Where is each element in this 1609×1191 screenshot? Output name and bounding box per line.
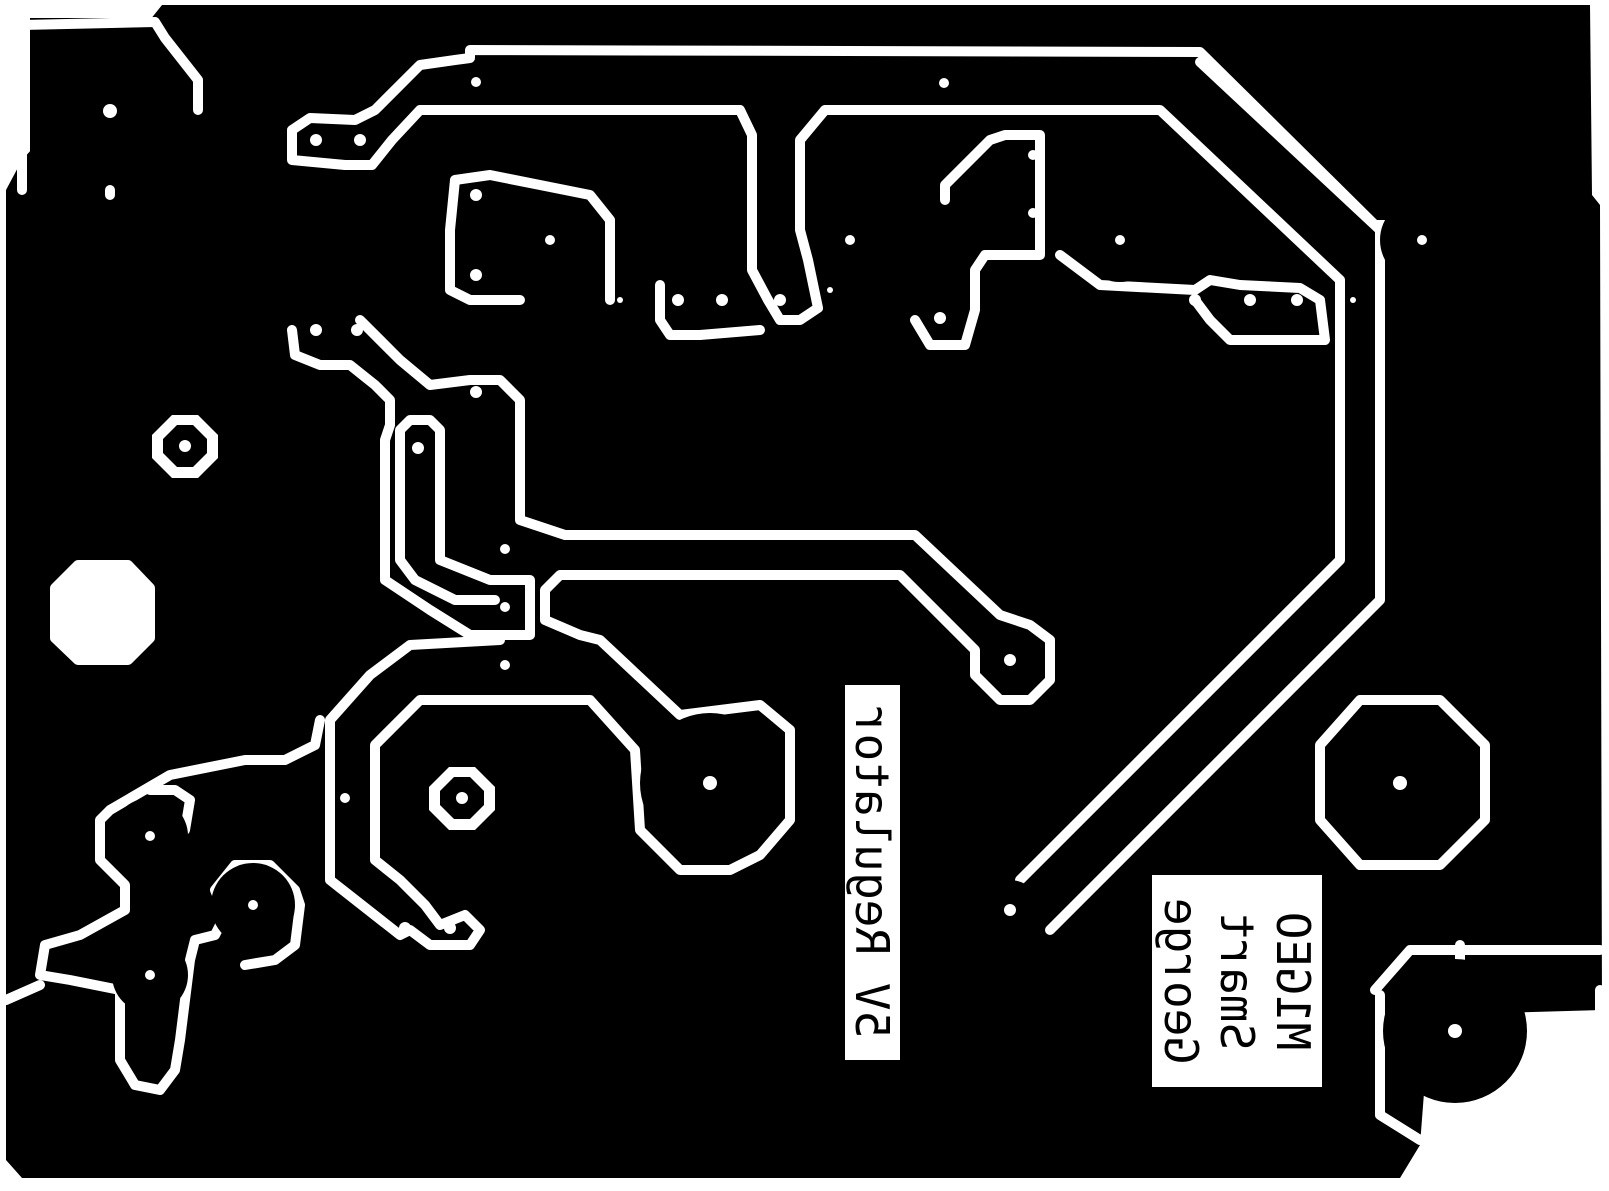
- regulator-label-box: 5V Regulator: [845, 685, 900, 1060]
- author-last-label: Smart: [1210, 912, 1264, 1050]
- center-pour-gap: [445, 130, 1045, 350]
- via: [310, 134, 322, 146]
- via: [500, 544, 510, 554]
- callsign-label: M1GEO: [1266, 912, 1320, 1050]
- via: [716, 294, 728, 306]
- via: [354, 134, 366, 146]
- via: [399, 922, 411, 934]
- input-pad-left-2: [211, 863, 295, 947]
- via: [1350, 297, 1356, 303]
- input-pad-left-3: [112, 937, 188, 1013]
- capacitor-pad-2: [810, 200, 890, 280]
- via: [934, 312, 946, 324]
- via: [1244, 294, 1256, 306]
- via: [471, 77, 481, 87]
- via: [1028, 150, 1038, 160]
- mounting-pad-bottom-right: [1383, 959, 1527, 1103]
- mounting-pad-right: [1330, 713, 1470, 853]
- mounting-pad-top-left: [40, 41, 180, 181]
- octagon-hole-left: [55, 565, 150, 660]
- via: [1291, 294, 1303, 306]
- top-left-corner-gap: [17, 17, 203, 200]
- via: [444, 922, 456, 934]
- via: [939, 78, 949, 88]
- input-pad-left-1: [112, 798, 188, 874]
- right-mid-pad-gap: [1315, 695, 1490, 870]
- regulator-label: 5V Regulator: [845, 706, 899, 1038]
- output-pad-1: [980, 630, 1040, 690]
- lower-left-pour-gap: [1, 980, 45, 1005]
- capacitor-pad-1: [510, 200, 590, 280]
- component-pads: [40, 41, 1527, 1103]
- via: [412, 442, 424, 454]
- via: [1189, 294, 1201, 306]
- left-mid-trace-gap: [287, 325, 535, 640]
- via: [500, 660, 510, 670]
- via: [500, 602, 510, 612]
- octagon-mount-center: [429, 767, 495, 830]
- via: [672, 294, 684, 306]
- via: [774, 294, 786, 306]
- via: [340, 793, 350, 803]
- author-first-label: George: [1154, 898, 1208, 1064]
- via: [310, 324, 322, 336]
- capacitor-pad-3: [1078, 198, 1162, 282]
- author-label-box: M1GEO Smart George: [1152, 875, 1322, 1087]
- octagon-mount-left: [152, 415, 218, 478]
- regulator-input-gap: [325, 315, 1055, 950]
- via: [470, 189, 482, 201]
- via: [1028, 208, 1038, 218]
- via: [351, 324, 363, 336]
- capacitor-pad-4: [1380, 198, 1464, 282]
- right-upper-gap: [1055, 250, 1330, 345]
- output-pad-2: [980, 880, 1040, 940]
- via: [617, 297, 623, 303]
- power-pad-center: [640, 713, 780, 853]
- top-trace-inner-gap: [1045, 57, 1385, 935]
- via: [470, 386, 482, 398]
- via: [827, 287, 833, 293]
- via: [470, 269, 482, 281]
